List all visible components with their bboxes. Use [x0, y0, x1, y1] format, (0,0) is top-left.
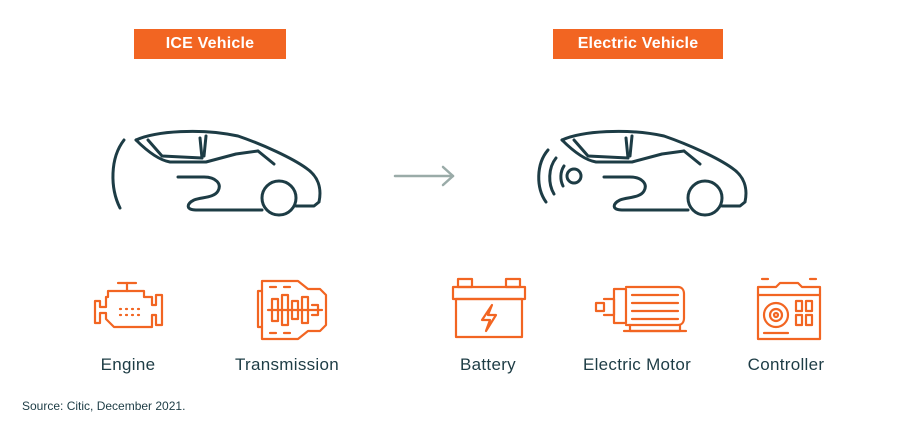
ice-car-icon — [111, 129, 322, 217]
electric-car-icon — [537, 129, 748, 217]
ice-vehicle-badge: ICE Vehicle — [134, 29, 286, 59]
source-note: Source: Citic, December 2021. — [22, 399, 186, 413]
battery-icon — [451, 277, 527, 339]
controller-label: Controller — [747, 355, 825, 374]
electric-motor-label: Electric Motor — [582, 355, 692, 374]
transmission-label: Transmission — [234, 355, 340, 374]
electric-motor-icon — [594, 285, 688, 333]
engine-icon — [93, 281, 164, 329]
electric-vehicle-badge: Electric Vehicle — [553, 29, 723, 59]
transmission-icon — [256, 279, 328, 341]
controller-icon — [756, 277, 822, 341]
battery-label: Battery — [460, 355, 516, 374]
engine-label: Engine — [100, 355, 156, 374]
arrow-right-icon — [393, 165, 455, 187]
